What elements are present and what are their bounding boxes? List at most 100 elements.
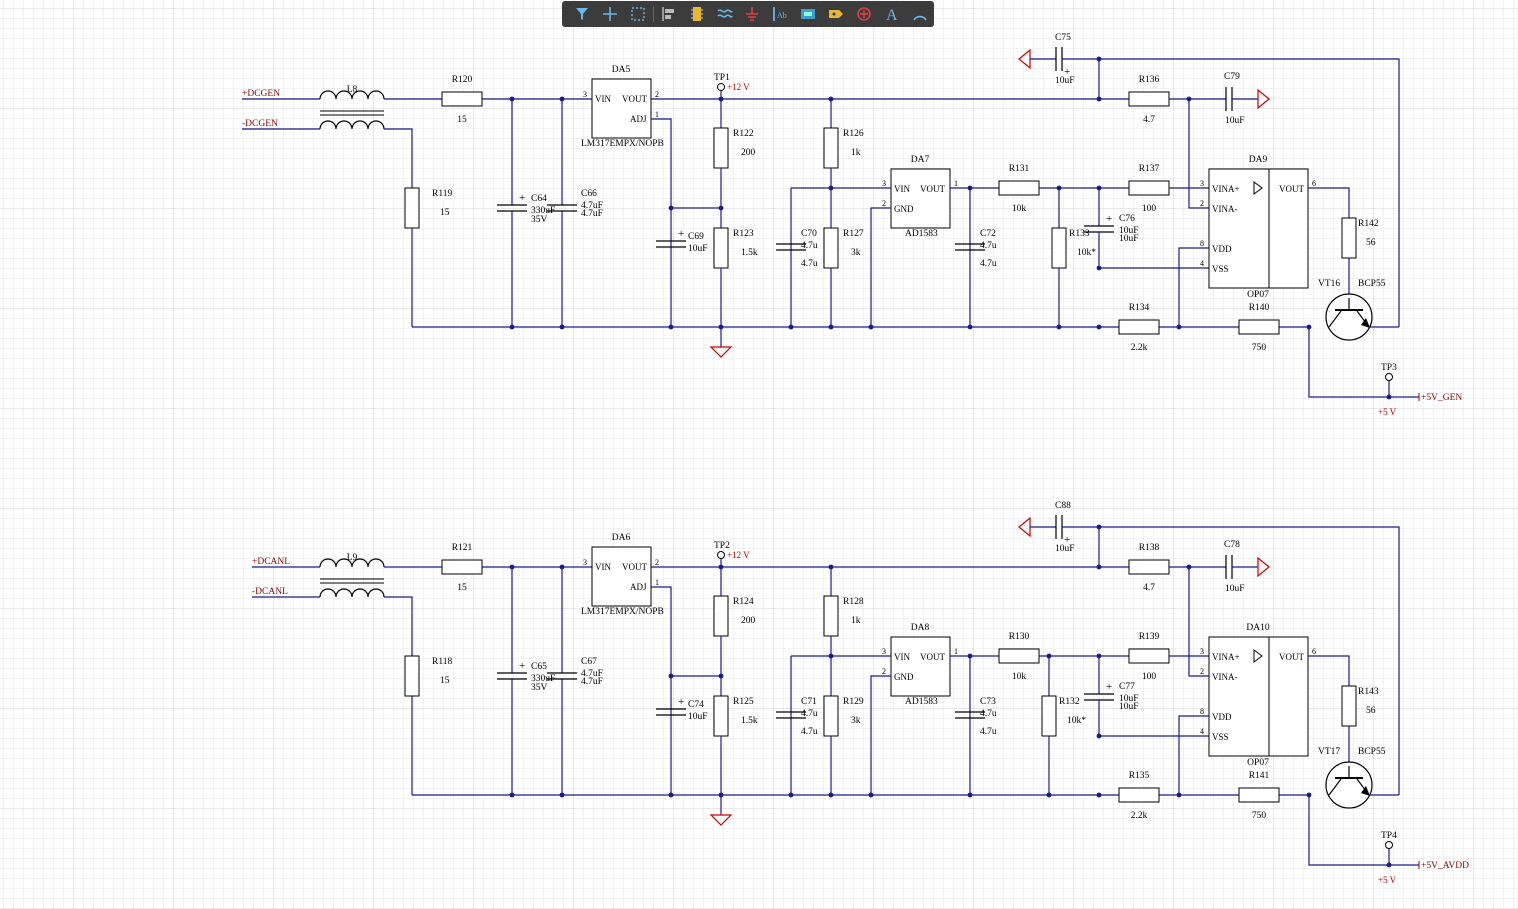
resistor-body — [1118, 787, 1160, 803]
resistor-body — [713, 227, 729, 269]
no-erc-tool-button[interactable] — [850, 2, 878, 26]
text-tool-button[interactable]: A — [878, 2, 906, 26]
ground-symbol — [1257, 88, 1270, 110]
junction-dot — [1386, 394, 1392, 400]
transistor-lead — [1328, 778, 1342, 796]
test-point-tp1[interactable] — [717, 83, 725, 91]
device-sheet-tool-button[interactable] — [794, 2, 822, 26]
wire — [1308, 655, 1350, 686]
ic-body — [1208, 168, 1309, 289]
pin-number-text: 2 — [655, 558, 659, 567]
test-point-tp2[interactable] — [717, 551, 725, 559]
resistor-r128[interactable]: R128 1k — [823, 595, 864, 637]
filter-tool-button[interactable] — [568, 2, 596, 26]
port-tool-button[interactable] — [822, 2, 850, 26]
test-point-tp4[interactable] — [1385, 841, 1393, 849]
value-text: 10k* — [1077, 248, 1096, 258]
test-point-tp3[interactable] — [1385, 373, 1393, 381]
bus-tool-button[interactable] — [711, 2, 739, 26]
net-label-out: +5V_AVDD — [1421, 861, 1469, 871]
power-label-text: +12 V — [727, 550, 750, 560]
polarity-mark: + — [1106, 681, 1112, 693]
opamp-symbol — [1253, 649, 1263, 663]
designator-text: R140 — [1249, 303, 1270, 313]
pin-name-text: VOUT — [622, 562, 647, 572]
designator-text: R139 — [1139, 632, 1160, 642]
opamp-symbol — [1253, 181, 1263, 195]
designator-text: R133 — [1069, 229, 1090, 239]
arc-tool-button[interactable] — [906, 2, 934, 26]
designator-text: R118 — [432, 657, 452, 667]
designator-text: TP3 — [1381, 363, 1397, 373]
designator-text: TP1 — [714, 73, 730, 83]
designator-text: C79 — [1224, 72, 1240, 82]
designator-text: C73 — [980, 697, 996, 707]
resistor-body — [1128, 648, 1170, 664]
ground-tool-button[interactable] — [739, 2, 767, 26]
inductor-l9[interactable]: L9 — [319, 553, 385, 598]
designator-text: DA6 — [612, 533, 631, 543]
net-label-tool-button[interactable]: Ab — [766, 2, 794, 26]
pin-number-text: 1 — [954, 647, 958, 656]
designator-text: DA10 — [1246, 623, 1269, 633]
value-text: 1k — [851, 616, 861, 626]
designator-text: R123 — [733, 229, 754, 239]
wire — [1178, 715, 1209, 795]
net-label-in-pos: +DCGEN — [242, 89, 280, 99]
crosshair-tool-button[interactable] — [596, 2, 624, 26]
select-rect-tool-button[interactable] — [624, 2, 652, 26]
designator-text: R128 — [843, 597, 864, 607]
designator-text: C72 — [980, 229, 996, 239]
resistor-body — [1041, 695, 1057, 737]
junction-dot — [1096, 324, 1102, 330]
designator-text: R126 — [843, 129, 864, 139]
ic-body — [890, 168, 951, 229]
wire — [651, 118, 672, 327]
pin-name-text: VINA+ — [1212, 184, 1240, 194]
resistor-r133[interactable]: R133 10k* — [1051, 227, 1096, 269]
align-tool-button[interactable] — [655, 2, 683, 26]
resistor-body — [1118, 319, 1160, 335]
designator-text: VT16 — [1318, 279, 1340, 289]
inductor-l8[interactable]: L8 — [319, 85, 385, 130]
designator-text: C88 — [1055, 501, 1071, 511]
component-tool-button[interactable] — [683, 2, 711, 26]
pin-number-text: 3 — [583, 558, 587, 567]
transistor-body — [1325, 761, 1373, 809]
pin-name-text: GND — [894, 672, 914, 682]
value-text: 4.7u — [801, 727, 818, 737]
